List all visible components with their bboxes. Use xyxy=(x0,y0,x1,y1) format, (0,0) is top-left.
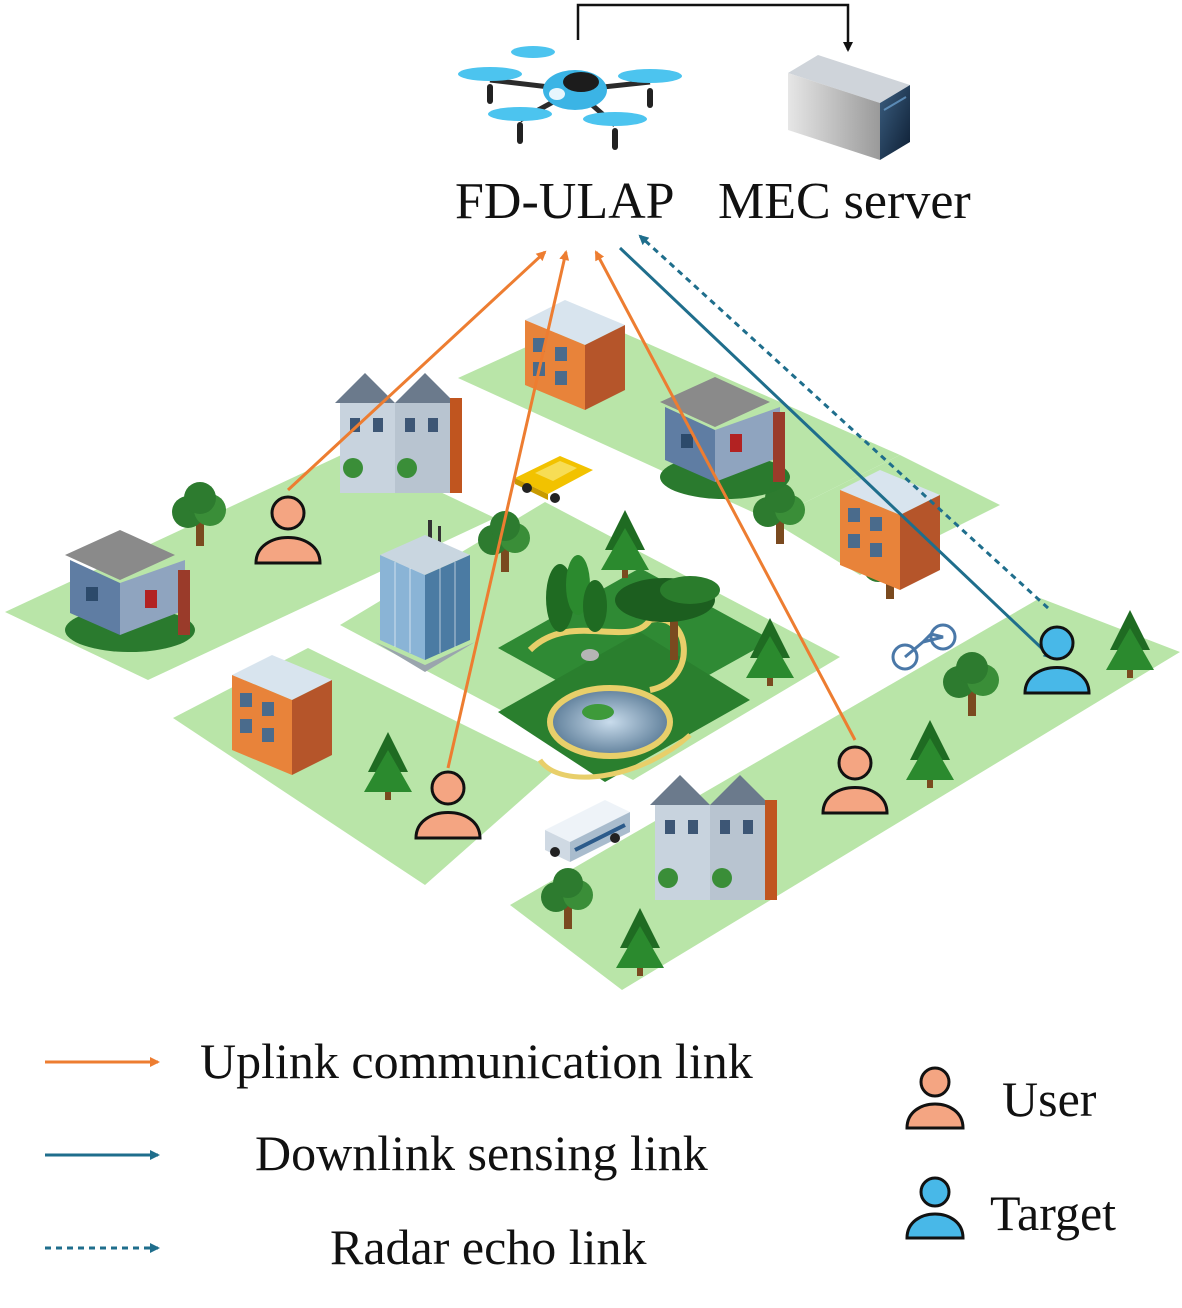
server-icon xyxy=(788,55,910,160)
legend-echo-label: Radar echo link xyxy=(330,1219,647,1275)
house xyxy=(65,530,195,652)
tree-deciduous xyxy=(172,482,226,546)
user-icon xyxy=(414,770,482,840)
tree-pine xyxy=(601,510,649,578)
tree-deciduous xyxy=(541,868,593,929)
legend-target-label: Target xyxy=(990,1185,1116,1241)
apartment-building xyxy=(525,300,625,410)
townhouses xyxy=(335,373,462,493)
park-rock xyxy=(581,649,599,661)
tree-deciduous xyxy=(478,511,530,572)
radar-echo-arrow xyxy=(638,234,1050,610)
taxi xyxy=(515,456,593,503)
uav-label: FD-ULAP xyxy=(455,173,675,230)
tree-deciduous xyxy=(753,483,805,544)
uplink-links xyxy=(286,250,857,769)
uplink-arrow xyxy=(286,250,547,492)
tree-pine xyxy=(364,732,412,800)
pond-island xyxy=(582,704,614,720)
legend-downlink-label: Downlink sensing link xyxy=(255,1125,708,1181)
user-icon xyxy=(821,745,889,815)
office-tower xyxy=(375,520,475,672)
park xyxy=(498,555,772,782)
drone-server-connector xyxy=(576,3,853,52)
downlink-arrow xyxy=(618,246,1054,660)
pond xyxy=(547,685,673,759)
townhouses xyxy=(650,775,777,900)
tree-pine xyxy=(906,720,954,788)
buildings xyxy=(65,300,940,900)
uplink-arrow xyxy=(594,250,857,741)
server-label: MEC server xyxy=(718,173,971,230)
tree-pine xyxy=(1106,610,1154,678)
user-icon xyxy=(254,495,322,565)
park-trees xyxy=(546,555,720,660)
drone-icon xyxy=(458,46,682,150)
bus xyxy=(545,800,630,862)
legend-user-label: User xyxy=(1002,1071,1097,1127)
target-icon xyxy=(1023,625,1091,695)
legend-target-icon xyxy=(905,1176,965,1240)
tree-pine xyxy=(616,908,664,976)
uplink-arrow xyxy=(446,250,570,769)
house xyxy=(660,377,790,499)
tree-deciduous xyxy=(943,652,999,716)
apartment-building xyxy=(232,655,332,775)
park-path-2 xyxy=(537,733,692,780)
tree-pine xyxy=(746,618,794,686)
legend-user-icon xyxy=(905,1066,965,1130)
legend: Uplink communication link Downlink sensi… xyxy=(45,1033,1116,1275)
legend-uplink-label: Uplink communication link xyxy=(200,1033,753,1089)
bicycle xyxy=(891,623,957,671)
